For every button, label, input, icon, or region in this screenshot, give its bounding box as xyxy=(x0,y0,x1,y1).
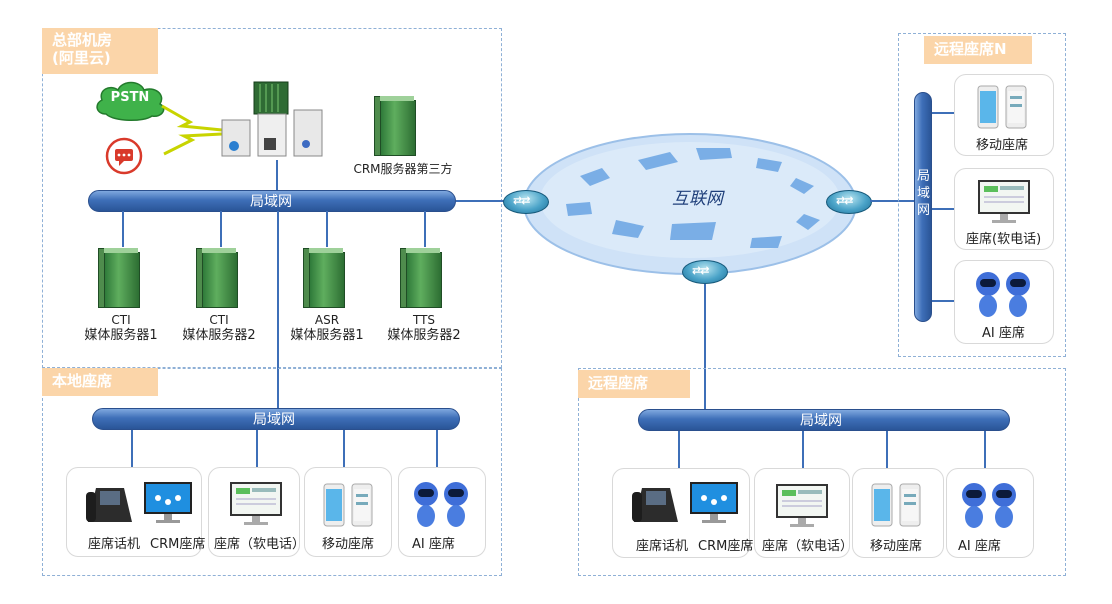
remote-crm-monitor-icon xyxy=(690,482,738,523)
remote-label-softphone: 座席（软电话） xyxy=(762,539,854,554)
remote-n-label-mobile: 移动座席 xyxy=(976,138,1029,153)
remote-tag: 远程座席 xyxy=(578,370,690,398)
local-card-mobile xyxy=(304,467,392,557)
remote-desk-phone-icon xyxy=(632,488,678,522)
local-region xyxy=(42,368,502,576)
local-drop-3 xyxy=(343,430,345,468)
remote-card-ai xyxy=(946,468,1034,558)
remote-label-ai: AI 座席 xyxy=(958,539,1001,554)
server-cluster-icon xyxy=(221,81,323,157)
router-right-icon: ⇄⇄ xyxy=(826,186,872,214)
remote-n-softphone-monitor-icon xyxy=(978,180,1030,223)
drop-server-4 xyxy=(424,211,426,247)
hq-to-local-link xyxy=(277,211,279,409)
internet-ring xyxy=(523,133,857,275)
cti-media-server-1-icon xyxy=(98,248,142,308)
remote-n-region xyxy=(898,33,1066,357)
hq-lan-bus xyxy=(88,190,456,212)
crm-third-party-label: CRM服务器第三方 xyxy=(353,162,453,176)
local-drop-4 xyxy=(436,430,438,468)
remote-n-drop-1 xyxy=(932,112,954,114)
local-label-desk-phone: 座席话机 xyxy=(88,537,141,552)
hq-tag-line2: (阿里云) xyxy=(52,49,111,67)
remote-drop-3 xyxy=(886,431,888,469)
remote-n-label-softphone: 座席(软电话) xyxy=(966,232,1042,247)
crm-monitor-icon xyxy=(144,482,192,523)
local-label-mobile: 移动座席 xyxy=(322,537,375,552)
mobile-phones-icon xyxy=(323,483,373,527)
router-left-icon: ⇄⇄ xyxy=(503,186,549,214)
tts-media-server-icon xyxy=(400,248,444,308)
remote-n-ai-robots-icon xyxy=(976,272,1030,317)
cti-media-server-2-icon xyxy=(196,248,240,308)
hq-uplink xyxy=(276,160,278,190)
asr-media-server-icon xyxy=(303,248,347,308)
local-lan-label: 局域网 xyxy=(253,412,295,428)
remote-n-drop-3 xyxy=(932,300,954,302)
local-lan-bus xyxy=(92,408,460,430)
local-drop-1 xyxy=(131,430,133,468)
remote-label-desk-phone: 座席话机 xyxy=(636,539,689,554)
router-to-remote-link xyxy=(704,284,706,410)
sms-chat-icon xyxy=(105,137,143,175)
hq-tag-line1: 总部机房 xyxy=(52,31,113,49)
remote-card-mobile xyxy=(852,468,944,558)
remote-region xyxy=(578,368,1066,576)
remote-drop-2 xyxy=(802,431,804,469)
hq-tag: 总部机房 (阿里云) xyxy=(42,28,158,74)
router-bottom-icon: ⇄⇄ xyxy=(682,256,728,284)
internet-label: 互联网 xyxy=(672,189,723,209)
local-card-ai xyxy=(398,467,486,557)
ai-robots-icon xyxy=(414,482,468,527)
remote-softphone-monitor-icon xyxy=(776,484,828,527)
remote-lan-label: 局域网 xyxy=(800,413,842,429)
remote-n-card-ai xyxy=(954,260,1054,344)
desk-phone-icon xyxy=(86,488,132,522)
hq-lan-label: 局域网 xyxy=(250,194,292,210)
local-tag: 本地座席 xyxy=(42,368,158,396)
router-to-remoten-link xyxy=(870,200,916,202)
remote-ai-robots-icon xyxy=(962,483,1016,528)
softphone-monitor-icon xyxy=(230,482,282,525)
pstn-label: PSTN xyxy=(110,90,150,105)
remote-n-mobile-phones-icon xyxy=(977,85,1027,129)
hq-to-router-link xyxy=(456,200,504,202)
remote-n-label-ai: AI 座席 xyxy=(982,326,1025,341)
remote-lan-bus xyxy=(638,409,1010,431)
remote-drop-4 xyxy=(984,431,986,469)
remote-n-tag: 远程座席N xyxy=(924,36,1032,64)
pstn-cloud-icon xyxy=(96,81,165,121)
remote-n-drop-2 xyxy=(932,208,954,210)
remote-drop-1 xyxy=(678,431,680,469)
hq-region xyxy=(42,28,502,368)
local-label-softphone: 座席（软电话） xyxy=(214,537,306,552)
local-label-ai: AI 座席 xyxy=(412,537,455,552)
crm-third-party-server-icon xyxy=(374,96,418,156)
drop-server-1 xyxy=(122,211,124,247)
remote-mobile-phones-icon xyxy=(871,483,921,527)
local-label-crm: CRM座席 xyxy=(150,537,206,552)
local-drop-2 xyxy=(256,430,258,468)
remote-n-card-mobile xyxy=(954,74,1054,156)
drop-server-2 xyxy=(220,211,222,247)
remote-n-lan-bus xyxy=(914,92,932,322)
remote-label-crm: CRM座席 xyxy=(698,539,754,554)
lightning-icon xyxy=(161,104,223,156)
remote-label-mobile: 移动座席 xyxy=(870,539,923,554)
remote-n-lan-label: 局域网 xyxy=(917,169,931,218)
drop-server-3 xyxy=(326,211,328,247)
